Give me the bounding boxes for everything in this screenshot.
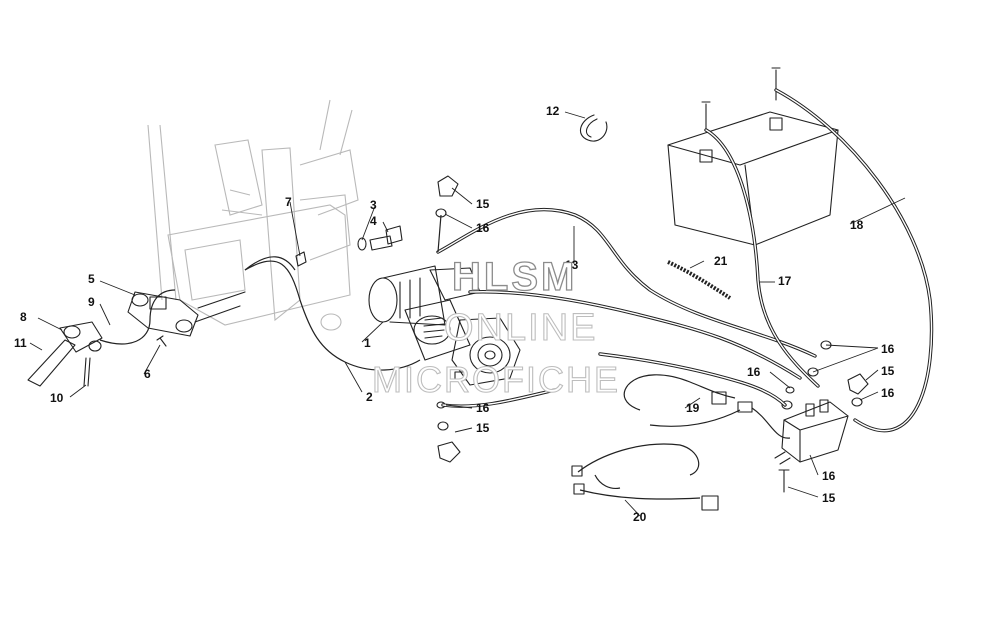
callout-9: 9 bbox=[88, 295, 95, 309]
callout-18: 16 bbox=[822, 469, 836, 483]
callout-16-lower: 16 bbox=[476, 401, 490, 415]
bolt-3-4 bbox=[357, 225, 403, 251]
callout-16-right-b: 16 bbox=[747, 365, 761, 379]
clamp-ring-12 bbox=[579, 114, 608, 142]
callout-labels: 1 2 3 4 5 6 7 8 9 10 11 12 13 15 16 16 1… bbox=[14, 104, 895, 524]
callout-2: 2 bbox=[366, 390, 373, 404]
callout-15-upper: 15 bbox=[476, 197, 490, 211]
harness-21 bbox=[623, 374, 791, 439]
vehicle-frame bbox=[147, 99, 359, 331]
bolt-17 bbox=[778, 469, 790, 493]
control-cable-2 bbox=[244, 260, 421, 371]
callout-16-right-c: 16 bbox=[881, 386, 895, 400]
callout-1: 1 bbox=[364, 336, 371, 350]
callout-8: 8 bbox=[20, 310, 27, 324]
callout-6: 6 bbox=[144, 367, 151, 381]
watermark-line-1: HLSM bbox=[452, 255, 577, 299]
callout-23: 21 bbox=[714, 254, 728, 268]
leader-lines bbox=[29, 111, 906, 517]
callout-21: 19 bbox=[686, 401, 700, 415]
callout-4: 4 bbox=[370, 214, 377, 228]
conduit-23 bbox=[667, 260, 732, 300]
callout-10: 10 bbox=[50, 391, 64, 405]
callout-22: 20 bbox=[633, 510, 647, 524]
bracket-bolt-7 bbox=[295, 251, 307, 267]
callout-17: 15 bbox=[822, 491, 836, 505]
switch-housing bbox=[127, 291, 246, 337]
cable-13 bbox=[436, 208, 817, 408]
watermark-line-3: MICROFICHE bbox=[372, 359, 620, 400]
callout-5: 5 bbox=[88, 272, 95, 286]
callout-12: 12 bbox=[546, 104, 560, 118]
watermark-line-2: ONLINE bbox=[444, 307, 597, 349]
callout-15-lower: 15 bbox=[476, 421, 490, 435]
screw-6 bbox=[156, 335, 167, 347]
terminal-cap-upper bbox=[435, 175, 459, 218]
contactor-18 bbox=[774, 399, 849, 465]
callout-15-right: 15 bbox=[881, 364, 895, 378]
callout-7: 7 bbox=[285, 195, 292, 209]
battery bbox=[667, 67, 839, 246]
callout-11: 11 bbox=[14, 336, 27, 350]
watermark: HLSM ONLINE MICROFICHE bbox=[371, 254, 620, 400]
battery-cables bbox=[704, 88, 934, 433]
callout-19: 17 bbox=[778, 274, 792, 288]
callout-3: 3 bbox=[370, 198, 377, 212]
harness-22 bbox=[571, 443, 719, 511]
handlebar-switch bbox=[27, 289, 176, 387]
callout-13: 13 bbox=[565, 258, 579, 272]
terminal-cap-right bbox=[847, 373, 869, 407]
callout-16-upper: 16 bbox=[476, 221, 490, 235]
callout-16-right-a: 16 bbox=[881, 342, 895, 356]
callout-20: 18 bbox=[850, 218, 864, 232]
